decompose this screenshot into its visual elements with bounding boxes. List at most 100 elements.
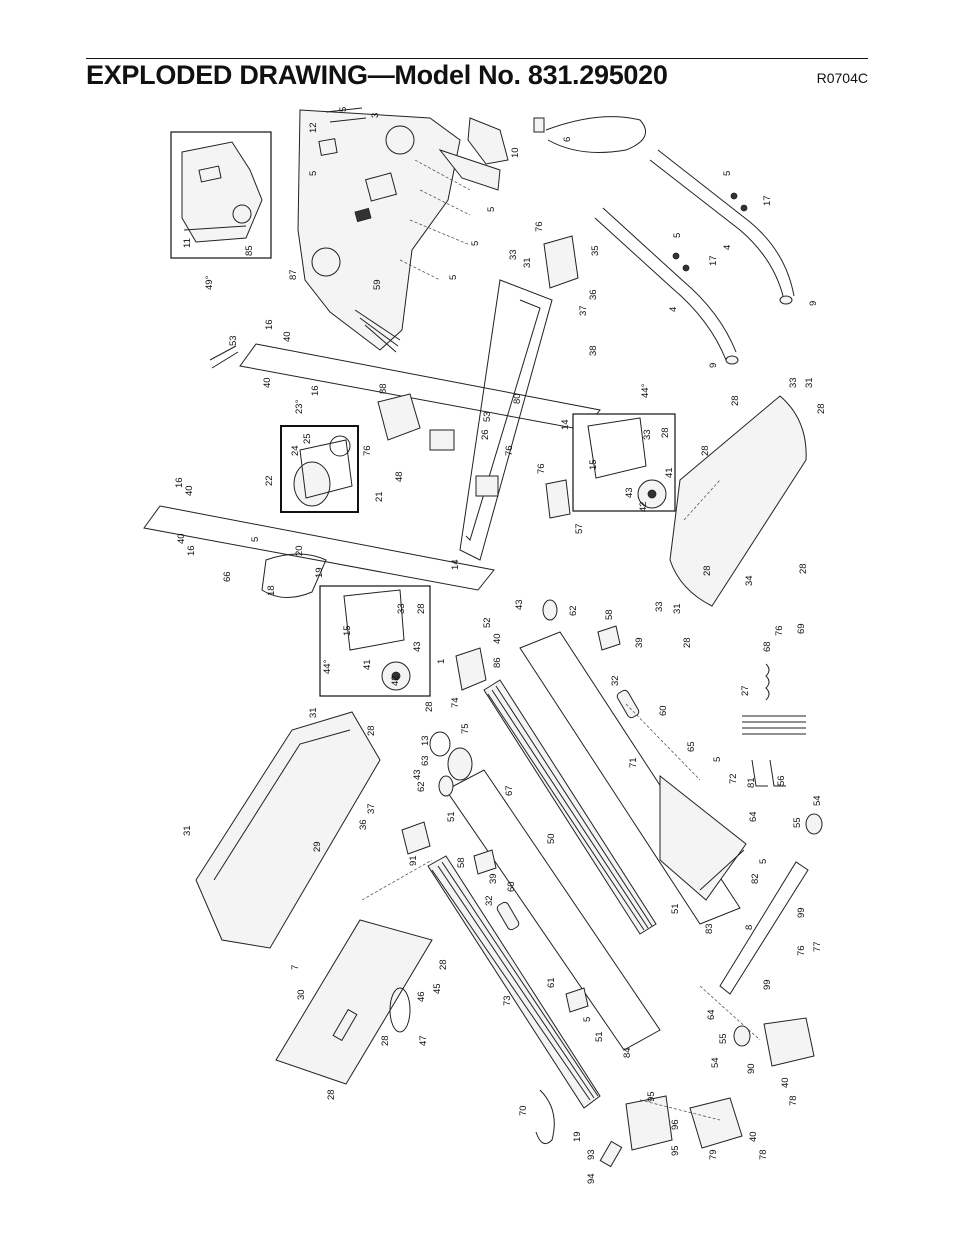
callout-label: 93 <box>586 1149 597 1160</box>
callout-label: 27 <box>740 685 751 696</box>
callout-label: 69 <box>796 623 807 634</box>
callout-label: 7 <box>290 965 301 970</box>
callout-label: 31 <box>308 707 319 718</box>
callout-label: 65 <box>686 741 697 752</box>
upright-base-block-2 <box>475 475 499 497</box>
motor-flywheel <box>293 461 331 507</box>
callout-label: 51 <box>594 1031 605 1042</box>
left-base-tube <box>343 589 405 651</box>
callout-label: 33 <box>642 429 653 440</box>
callout-label: 76 <box>796 945 807 956</box>
callout-label: 42 <box>638 501 649 512</box>
callout-label: 96 <box>670 1119 681 1130</box>
callout-label: 33 <box>788 377 799 388</box>
callout-label: 40 <box>262 377 273 388</box>
callout-label: 73 <box>502 995 513 1006</box>
callout-label: 4 <box>722 245 733 250</box>
callout-label: 3 <box>370 113 381 118</box>
upright-crossbar-inner <box>465 299 541 541</box>
callout-label: 76 <box>504 445 515 456</box>
callout-labels: 12 5 3 5 10 6 5 17 5 5 5 5 87 59 49° 11 … <box>174 107 827 1184</box>
console-chip <box>354 207 372 223</box>
callout-label: 44° <box>322 659 333 674</box>
console-shroud <box>438 148 501 191</box>
left-handrail <box>649 159 785 301</box>
callout-label: 37 <box>366 803 377 814</box>
callout-label: 31 <box>182 825 193 836</box>
callout-label: 48 <box>394 471 405 482</box>
callout-label: 72 <box>728 773 739 784</box>
callout-label: 32 <box>484 895 495 906</box>
callout-label: 54 <box>710 1057 721 1068</box>
incline-bracket-55-lower <box>733 1025 751 1047</box>
rear-roller-62 <box>438 775 454 797</box>
callout-label: 18 <box>266 585 277 596</box>
callout-label: 26 <box>480 429 491 440</box>
callout-label: 61 <box>546 977 557 988</box>
label-12 <box>318 138 338 156</box>
callout-label: 9 <box>708 363 719 368</box>
callout-label: 55 <box>718 1033 729 1044</box>
callout-label: 45 <box>432 983 443 994</box>
callout-label: 28 <box>700 445 711 456</box>
callout-label: 78 <box>788 1095 799 1106</box>
callout-label: 31 <box>804 377 815 388</box>
callout-label: 80 <box>512 393 523 404</box>
callout-label: 64 <box>748 811 759 822</box>
frame-71-outline <box>519 631 741 925</box>
cover-vent <box>332 1008 358 1042</box>
callout-label: 70 <box>518 1105 529 1116</box>
callout-label: 77 <box>812 941 823 952</box>
callout-label: 16 <box>186 545 197 556</box>
callout-label: 5 <box>722 171 733 176</box>
bracket-57 <box>545 479 571 519</box>
callout-label: 46 <box>416 991 427 1002</box>
callout-label: 40 <box>492 633 503 644</box>
incline-bracket-55-upper <box>805 813 823 835</box>
safety-key <box>533 117 545 133</box>
base-pan-29 <box>195 711 381 949</box>
right-upright <box>143 505 495 591</box>
callout-label: 67 <box>504 785 515 796</box>
callout-label: 43 <box>624 487 635 498</box>
power-cord-coil <box>389 987 411 1033</box>
motor-cover-30 <box>275 919 433 1085</box>
callout-label: 28 <box>380 1035 391 1046</box>
callout-label: 94 <box>586 1173 597 1184</box>
callout-label: 5 <box>250 537 261 542</box>
callout-label: 23° <box>294 399 305 414</box>
callout-label: 19 <box>572 1131 583 1142</box>
callout-label: 39 <box>634 637 645 648</box>
callout-label: 47 <box>418 1035 429 1046</box>
transformer-79 <box>689 1097 743 1149</box>
callout-label: 28 <box>424 701 435 712</box>
callout-label: 99 <box>796 907 807 918</box>
callout-label: 25 <box>302 433 313 444</box>
callout-label: 28 <box>702 565 713 576</box>
right-base-tube <box>587 417 647 479</box>
callout-label: 1 <box>436 659 447 664</box>
rear-frame-block <box>659 774 747 901</box>
bracket-58-lower <box>473 849 497 875</box>
handrail-nut-c <box>672 252 680 260</box>
callout-label: 5 <box>448 275 459 280</box>
motor-pulley <box>329 435 351 457</box>
callout-label: 40 <box>282 331 293 342</box>
bumper-60-lower <box>496 901 520 931</box>
drive-belt <box>261 553 327 598</box>
callout-label: 20 <box>294 545 305 556</box>
inset-edge <box>183 225 247 231</box>
callout-label: 16 <box>310 385 321 396</box>
motor-hood-34 <box>669 395 807 607</box>
base-pan-inner <box>213 729 351 881</box>
callout-label: 38 <box>588 345 599 356</box>
callout-label: 15 <box>588 459 599 470</box>
document-code: R0704C <box>816 70 868 86</box>
bracket-58-upper <box>597 625 621 651</box>
callout-label: 76 <box>774 625 785 636</box>
callout-label: 8 <box>744 925 755 930</box>
overlay-window <box>198 165 222 183</box>
callout-label: 41 <box>362 659 373 670</box>
callout-label: 30 <box>296 989 307 1000</box>
frame-67-outline <box>445 769 661 1051</box>
